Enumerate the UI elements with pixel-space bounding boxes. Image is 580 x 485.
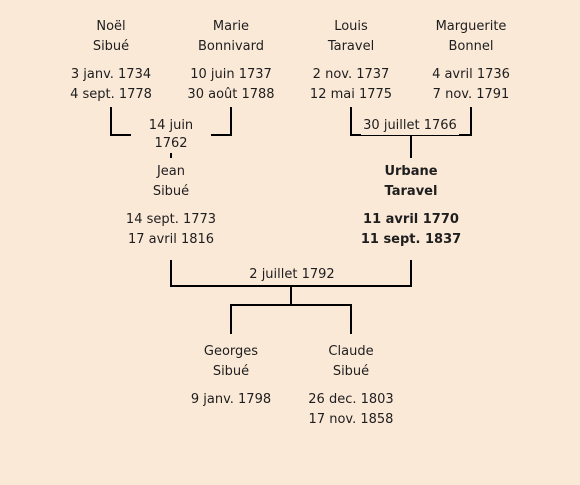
- first-name: Urbane: [384, 164, 438, 179]
- birth-date: 2 nov. 1737: [312, 67, 390, 82]
- life-dates: 9 janv. 1798: [156, 390, 306, 410]
- person-georges: Georges Sibué 9 janv. 1798: [156, 342, 306, 410]
- death-date: 7 nov. 1791: [432, 87, 510, 102]
- last-name: Bonnel: [448, 39, 494, 54]
- death-date: 30 août 1788: [187, 87, 275, 102]
- death-date: 12 mai 1775: [309, 87, 393, 102]
- life-dates: 4 avril 1736 7 nov. 1791: [396, 65, 546, 105]
- person-urbane-highlighted: Urbane Taravel 11 avril 1770 11 sept. 18…: [336, 162, 486, 250]
- first-name: Claude: [328, 344, 374, 359]
- last-name: Sibué: [92, 39, 130, 54]
- birth-date: 14 sept. 1773: [125, 212, 217, 227]
- death-date: 17 avril 1816: [127, 232, 215, 247]
- birth-date: 9 janv. 1798: [190, 392, 272, 407]
- first-name: Jean: [156, 164, 186, 179]
- first-name: Georges: [203, 344, 259, 359]
- last-name: Bonnivard: [198, 39, 264, 54]
- life-dates: 10 juin 1737 30 août 1788: [156, 65, 306, 105]
- connector-children: [230, 304, 352, 334]
- first-name: Marie: [212, 19, 250, 34]
- life-dates: 11 avril 1770 11 sept. 1837: [336, 210, 486, 250]
- life-dates: 14 sept. 1773 17 avril 1816: [96, 210, 246, 250]
- death-date: 17 nov. 1858: [308, 412, 394, 427]
- birth-date: 3 janv. 1734: [70, 67, 152, 82]
- last-name: Sibué: [152, 184, 190, 199]
- death-date: 4 sept. 1778: [70, 87, 152, 102]
- marriage-date-louis-marguerite: 30 juillet 1766: [361, 117, 459, 135]
- last-name: Taravel: [384, 184, 438, 199]
- marriage-date-jean-urbane: 2 juillet 1792: [246, 266, 338, 284]
- person-jean: Jean Sibué 14 sept. 1773 17 avril 1816: [96, 162, 246, 250]
- death-date: 11 sept. 1837: [360, 232, 462, 247]
- birth-date: 10 juin 1737: [190, 67, 272, 82]
- last-name: Sibué: [212, 364, 250, 379]
- first-name: Noël: [96, 19, 126, 34]
- last-name: Sibué: [332, 364, 370, 379]
- first-name: Louis: [334, 19, 368, 34]
- birth-date: 26 dec. 1803: [308, 392, 394, 407]
- person-noel: Noël Sibué 3 janv. 1734 4 sept. 1778: [36, 17, 186, 105]
- person-claude: Claude Sibué 26 dec. 1803 17 nov. 1858: [276, 342, 426, 430]
- person-louis: Louis Taravel 2 nov. 1737 12 mai 1775: [276, 17, 426, 105]
- life-dates: 2 nov. 1737 12 mai 1775: [276, 65, 426, 105]
- life-dates: 3 janv. 1734 4 sept. 1778: [36, 65, 186, 105]
- birth-date: 4 avril 1736: [432, 67, 510, 82]
- life-dates: 26 dec. 1803 17 nov. 1858: [276, 390, 426, 430]
- person-marguerite: Marguerite Bonnel 4 avril 1736 7 nov. 17…: [396, 17, 546, 105]
- person-marie: Marie Bonnivard 10 juin 1737 30 août 178…: [156, 17, 306, 105]
- marriage-date-noel-marie: 14 juin 1762: [131, 117, 211, 153]
- birth-date: 11 avril 1770: [363, 212, 459, 227]
- first-name: Marguerite: [435, 19, 507, 34]
- last-name: Taravel: [327, 39, 375, 54]
